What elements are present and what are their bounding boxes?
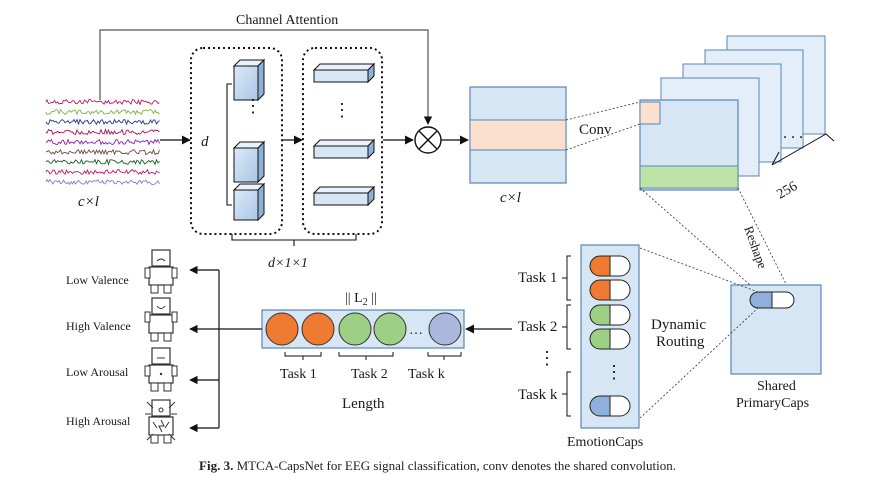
output-label-low-arousal: Low Arousal <box>66 365 129 379</box>
feature-stack-dots: . . . <box>783 125 803 142</box>
attended-feature-map <box>469 86 567 184</box>
reshape-guide-left <box>639 187 759 293</box>
dynamic-routing-label-2: Routing <box>656 334 705 350</box>
length-value-circle <box>301 312 335 346</box>
excitation-bar-mid <box>312 138 376 160</box>
emotion-capsule <box>589 255 631 277</box>
emotion-capsule <box>589 395 631 417</box>
manikin-low-valence-icon <box>144 249 178 294</box>
d-dims-brace <box>231 234 357 246</box>
conv-guide-top <box>565 101 641 121</box>
task-label-2: Task 2 <box>518 319 557 335</box>
length-task-label-2: Task 2 <box>351 367 388 382</box>
channel-attention-path <box>99 29 433 125</box>
task-label-1: Task 1 <box>518 270 557 286</box>
channel-attention-label: Channel Attention <box>236 13 338 28</box>
length-task-brackets <box>284 352 462 360</box>
eeg-trace <box>45 158 160 166</box>
output-label-high-valence: High Valence <box>66 319 131 333</box>
d-bracket <box>226 83 232 206</box>
eeg-trace <box>45 178 160 186</box>
excitation-bar-bottom <box>312 185 376 207</box>
primary-capsule <box>749 291 795 309</box>
squeeze-block-bottom <box>232 182 266 222</box>
length-task-label-1: Task 1 <box>280 367 317 382</box>
dynamic-routing-label-1: Dynamic <box>651 317 706 333</box>
squeeze-block-mid <box>232 140 266 184</box>
manikin-high-arousal-icon <box>145 399 177 444</box>
d-dims-label: d×1×1 <box>268 256 308 271</box>
routing-guide-bottom <box>639 307 759 419</box>
multiply-icon <box>414 126 442 154</box>
length-value-circle <box>373 312 407 346</box>
output-label-low-valence: Low Valence <box>66 273 129 287</box>
eeg-input-signals <box>45 98 160 186</box>
length-value-circle <box>265 312 299 346</box>
length-value-circle <box>338 312 372 346</box>
squeeze-vertical-dots: ⋮ <box>244 96 262 116</box>
reshape-guide-right <box>737 187 791 293</box>
conv-guide-bottom <box>565 123 641 151</box>
task-vertical-dots: ⋮ <box>538 348 556 368</box>
caption-text: MTCA-CapsNet for EEG signal classificati… <box>233 458 676 473</box>
feature-count-label: 256 <box>775 179 801 202</box>
shared-primary-caps-label-1: Shared <box>757 379 796 394</box>
excitation-dotted-box <box>302 47 383 235</box>
excitation-vertical-dots: ⋮ <box>333 100 351 120</box>
input-dim-label: c×l <box>78 194 99 210</box>
eeg-trace <box>45 98 160 106</box>
emotion-caps-label: EmotionCaps <box>567 435 643 450</box>
length-task-label-k: Task k <box>408 367 445 382</box>
emotion-capsule <box>589 304 631 326</box>
manikin-low-arousal-icon <box>144 347 178 392</box>
caption-prefix: Fig. 3. <box>199 458 234 473</box>
eeg-trace <box>45 118 160 126</box>
output-label-high-arousal: High Arousal <box>66 414 131 428</box>
task-brackets <box>562 255 571 417</box>
figure-caption: Fig. 3. MTCA-CapsNet for EEG signal clas… <box>0 458 875 474</box>
feature-map-stack <box>639 35 826 191</box>
emotion-caps-vertical-dots: ⋮ <box>605 362 623 382</box>
eeg-trace <box>45 108 160 116</box>
eeg-trace <box>45 168 160 176</box>
manikin-high-valence-icon <box>144 297 178 342</box>
excitation-bar-top <box>312 62 376 84</box>
length-values <box>265 312 462 346</box>
eeg-trace <box>45 138 160 146</box>
routing-guide-top <box>639 247 759 293</box>
squeeze-dotted-box <box>190 47 283 235</box>
reshape-label: Reshape <box>741 224 770 271</box>
attended-dim-label: c×l <box>500 190 521 206</box>
output-connector <box>218 270 262 428</box>
norm-label: || L2 || <box>345 291 377 308</box>
length-label: Length <box>342 396 385 412</box>
shared-primary-caps-label-2: PrimaryCaps <box>736 396 809 411</box>
eeg-trace <box>45 148 160 156</box>
emotion-capsule <box>589 279 631 301</box>
emotion-capsules <box>589 255 631 417</box>
task-label-k: Task k <box>518 387 558 403</box>
squeeze-block-top <box>232 58 266 102</box>
emotion-capsule <box>589 328 631 350</box>
length-value-circle <box>428 312 462 346</box>
d-label: d <box>201 134 209 150</box>
length-ellipsis: … <box>409 323 423 338</box>
feature-count-brace <box>771 133 835 166</box>
conv-label: Conv <box>579 122 612 138</box>
eeg-trace <box>45 128 160 136</box>
